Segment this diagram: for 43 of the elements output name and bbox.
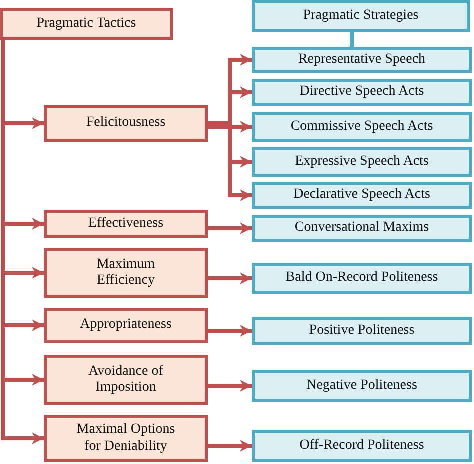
- arrow: [208, 272, 252, 284]
- arrow: [208, 222, 252, 234]
- strategy-box: [252, 317, 472, 345]
- strategy-box: [252, 182, 472, 209]
- strategy-box: [252, 47, 472, 73]
- box-label: Off-Record Politeness: [300, 438, 424, 454]
- arrow: [208, 440, 252, 452]
- box-label: Felicitousness: [86, 115, 166, 132]
- box-label: Maximal Options for Deniability: [76, 422, 176, 455]
- box-label: Pragmatic Strategies: [303, 8, 419, 24]
- box-label: Appropriateness: [80, 317, 172, 334]
- box-label: Effectiveness: [88, 216, 164, 232]
- box-label: Pragmatic Tactics: [36, 16, 136, 32]
- strategy-box: [252, 430, 472, 462]
- arrow: [208, 325, 252, 337]
- box-label: Positive Politeness: [309, 322, 415, 340]
- box-label: Negative Politeness: [306, 378, 418, 394]
- tactic-box: [44, 210, 208, 238]
- tactic-box: [44, 308, 208, 343]
- strategy-box: [252, 112, 472, 142]
- box-label: Maximum Efficiency: [96, 256, 156, 290]
- strategy-box: [252, 0, 470, 32]
- connector-line: [350, 32, 354, 47]
- strategy-box: [252, 370, 472, 402]
- box-label: Declarative Speech Acts: [294, 187, 430, 204]
- tactic-box: [0, 8, 173, 40]
- strategy-box: [252, 263, 472, 294]
- arrow: [208, 121, 252, 133]
- strategy-box: [252, 215, 472, 242]
- box-label: Avoidance of Imposition: [88, 364, 164, 396]
- box-label: Conversational Maxims: [294, 220, 430, 237]
- box-label: Commissive Speech Acts: [290, 118, 434, 136]
- tactic-box: [44, 355, 208, 405]
- arrow: [208, 380, 252, 392]
- box-label: Representative Speech: [298, 52, 426, 68]
- box-label: Bald On-Record Politeness: [286, 270, 438, 287]
- tactic-box: [44, 415, 208, 462]
- tactic-box: [44, 105, 208, 142]
- strategy-box: [252, 147, 472, 177]
- tactic-box: [44, 248, 208, 298]
- box-label: Expressive Speech Acts: [295, 154, 429, 170]
- strategy-box: [252, 79, 472, 106]
- box-label: Directive Speech Acts: [300, 84, 424, 101]
